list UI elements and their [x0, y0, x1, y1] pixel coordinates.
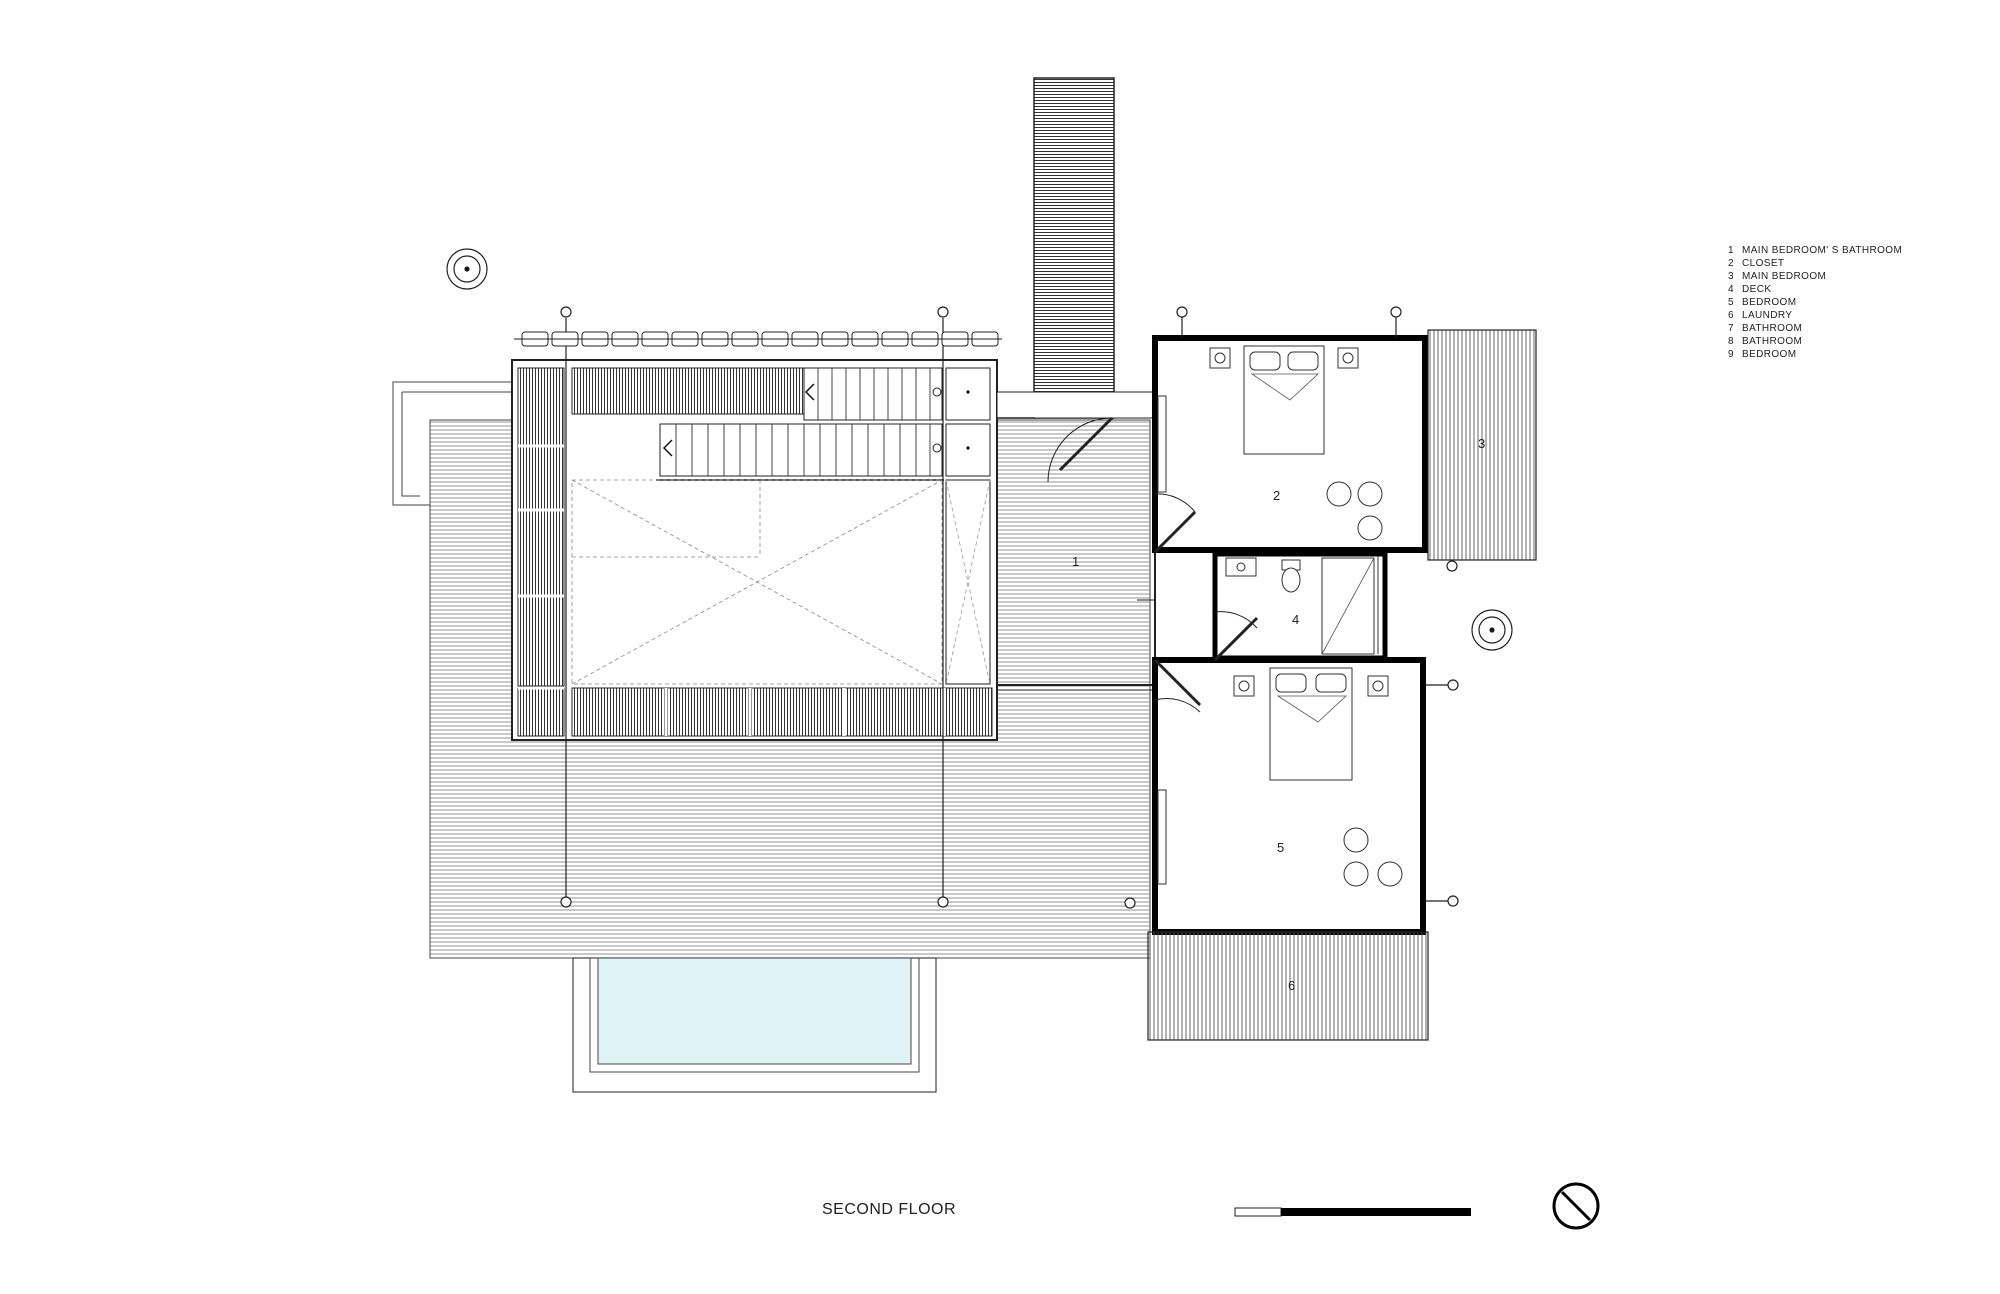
swimming-pool [572, 957, 937, 1093]
room-label-3: 3 [1478, 436, 1485, 451]
tree-symbols [446, 248, 1513, 651]
legend-item: 6 LAUNDRY [1728, 309, 1902, 322]
legend-label: CLOSET [1742, 258, 1785, 269]
legend: 1 MAIN BEDROOM' S BATHROOM 2 CLOSET 3 MAIN BE… [1728, 244, 1902, 361]
room-label-4: 4 [1292, 612, 1299, 627]
legend-label: BEDROOM [1742, 297, 1797, 308]
room-label-5: 5 [1277, 840, 1284, 855]
pergola-cushions [514, 331, 1002, 347]
drawing-title: SECOND FLOOR [822, 1201, 957, 1218]
legend-item: 4 DECK [1728, 283, 1902, 296]
legend-number: 1 [1728, 245, 1734, 256]
legend-item: 2 CLOSET [1728, 257, 1902, 270]
legend-number: 8 [1728, 336, 1734, 347]
legend-item: 3 MAIN BEDROOM [1728, 270, 1902, 283]
room-label-2: 2 [1273, 488, 1280, 503]
legend-label: MAIN BEDROOM' S BATHROOM [1742, 245, 1903, 256]
legend-number: 3 [1728, 271, 1734, 282]
legend-number: 7 [1728, 323, 1734, 334]
bridge-walkway [996, 77, 1158, 419]
legend-item: 5 BEDROOM [1728, 296, 1902, 309]
legend-number: 2 [1728, 258, 1734, 269]
legend-label: DECK [1742, 284, 1772, 295]
scale-bar [1234, 1207, 1471, 1217]
legend-label: MAIN BEDROOM [1742, 271, 1827, 282]
legend-label: LAUNDRY [1742, 310, 1793, 321]
legend-number: 6 [1728, 310, 1734, 321]
room-label-1: 1 [1072, 554, 1079, 569]
legend-item: 9 BEDROOM [1728, 348, 1902, 361]
legend-label: BATHROOM [1742, 336, 1803, 347]
legend-number: 5 [1728, 297, 1734, 308]
atrium-block [511, 359, 998, 741]
north-arrow-icon [1552, 1182, 1600, 1230]
columns [560, 306, 949, 908]
rooms-block [997, 306, 1537, 1041]
legend-label: BATHROOM [1742, 323, 1803, 334]
legend-item: 7 BATHROOM [1728, 322, 1902, 335]
room-label-6: 6 [1288, 978, 1295, 993]
legend-number: 4 [1728, 284, 1734, 295]
legend-label: BEDROOM [1742, 349, 1797, 360]
legend-item: 1 MAIN BEDROOM' S BATHROOM [1728, 244, 1902, 257]
legend-item: 8 BATHROOM [1728, 335, 1902, 348]
legend-number: 9 [1728, 349, 1734, 360]
